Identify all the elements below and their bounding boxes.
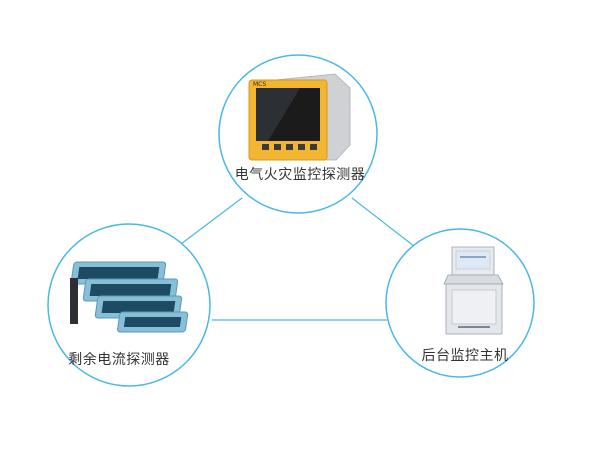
detector-device-image: MCS: [248, 73, 351, 161]
link-detector-residual: [172, 197, 243, 251]
link-detector-host: [351, 197, 420, 251]
residual-label: 剩余电流探测器: [68, 352, 170, 368]
host-cabinet-image: [443, 246, 504, 335]
host-label: 后台监控主机: [421, 348, 509, 364]
detector-brand-text: MCS: [253, 81, 266, 88]
detector-label: 电气火灾监控探测器: [234, 167, 366, 183]
residual-sensor-image: [70, 261, 189, 333]
